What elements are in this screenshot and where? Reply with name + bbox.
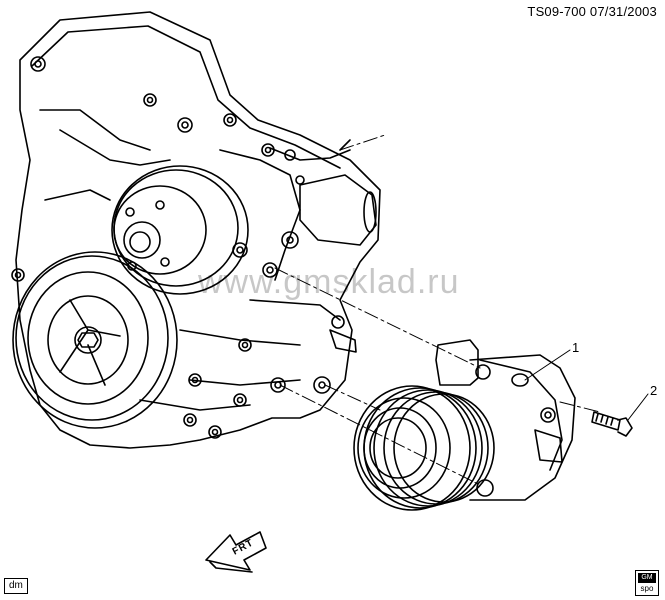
crankshaft-balancer <box>12 251 178 429</box>
callout-leaders <box>524 349 649 421</box>
spo-label: spo <box>640 584 654 593</box>
document-id: TS09-700 07/31/2003 <box>527 4 657 19</box>
callout-2: 2 <box>650 383 658 398</box>
alignment-lines <box>274 134 601 486</box>
callout-1: 1 <box>572 340 580 355</box>
ac-compressor <box>353 339 576 511</box>
water-pump-pulley <box>111 165 249 295</box>
watermark: www.gmsklad.ru <box>198 263 460 301</box>
mounting-bolt <box>591 411 633 437</box>
upper-hose-bracket <box>262 139 377 394</box>
front-arrow-icon <box>205 531 267 573</box>
dm-tag: dm <box>4 578 28 594</box>
gm-logo: GM <box>638 573 656 583</box>
spo-badge: GM spo <box>635 570 659 596</box>
